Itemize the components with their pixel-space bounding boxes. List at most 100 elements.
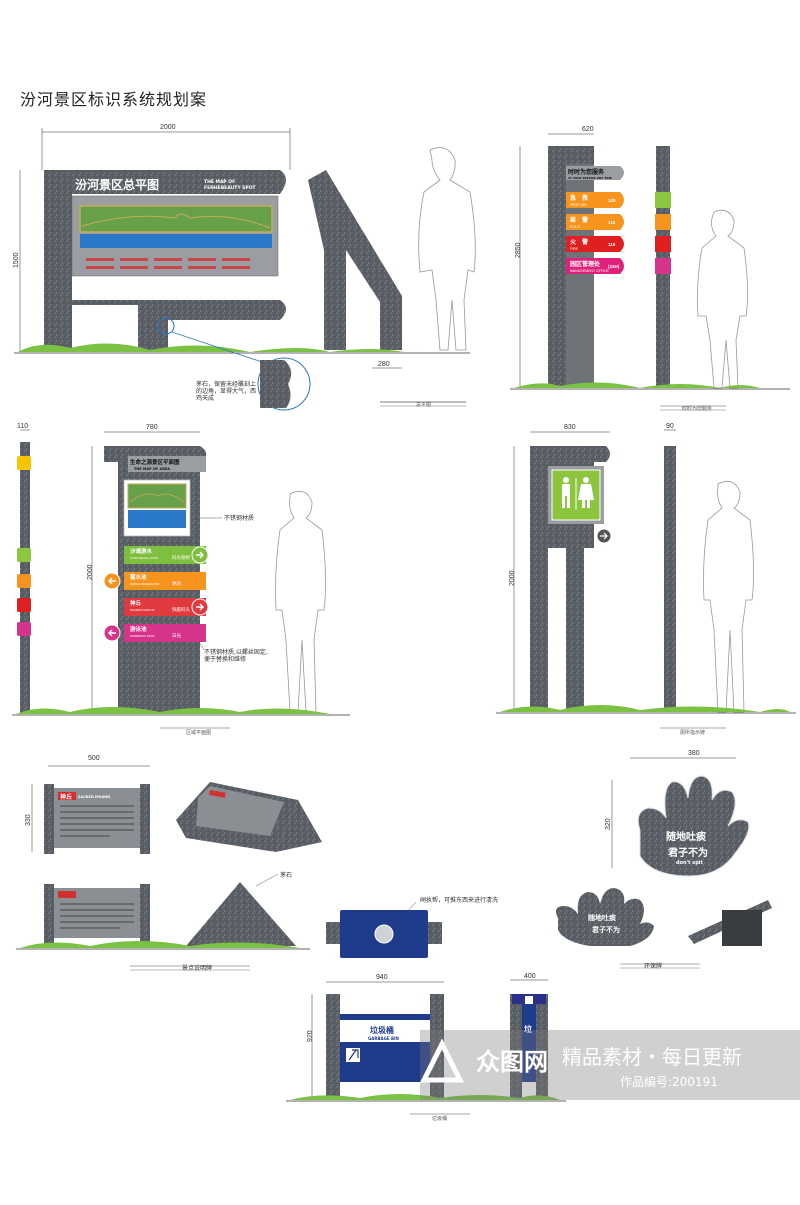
human-silhouette-2: [697, 209, 748, 389]
info-height-dim: 330: [25, 814, 32, 826]
human-silhouette-4: [703, 480, 754, 713]
area-height-dim: 2000: [87, 564, 94, 580]
watermark-logo-icon: [420, 1038, 465, 1083]
stone-label: 茅石: [280, 871, 292, 879]
hand-height-dim: 320: [605, 818, 612, 830]
service-item-en: FIRST AID: [570, 203, 587, 207]
service-item-number: 119: [608, 242, 616, 247]
bin-side-view: [522, 1004, 536, 1082]
general-height-dim: 1500: [13, 252, 20, 268]
area-row-en: SAND BEACH POOL: [130, 556, 159, 560]
service-item-cn: 匪 警: [570, 216, 588, 224]
info-board: 500 330 神丘 SACRED MOUND 茅石: [16, 755, 322, 972]
toilet-height-dim: 2000: [509, 570, 516, 586]
service-extra: 时时为您服务: [510, 209, 790, 412]
area-row-en: WATER RESERVOIR: [130, 582, 160, 586]
area-row-cn: 沙滩游水: [130, 547, 153, 555]
bin-height-dim: 920: [307, 1030, 314, 1042]
general-map-heading: 汾河景区总平图: [75, 177, 159, 192]
bin-top-note: 闸执帮，可推东西来进行清洗: [420, 896, 498, 904]
toilet-width-dim: 830: [564, 424, 576, 431]
bin-lid-icon: [374, 924, 394, 944]
general-map-stone: [44, 170, 286, 350]
bin-label: 垃圾桶: [370, 1025, 394, 1035]
toilet-icon: [562, 477, 594, 510]
hand-width-dim: 380: [688, 750, 700, 757]
hand-p-line-1: 随地吐痰: [588, 913, 617, 922]
area-caption: 区域平面图: [186, 729, 211, 736]
general-note-line-3: 鸡天成: [196, 394, 214, 402]
toilet-caption: 厕所指示牌: [680, 729, 705, 736]
service-pole-band: [655, 192, 671, 208]
general-note-line-1: 茅石，保留未经雕刻上: [196, 380, 256, 388]
hand-shape: [637, 775, 750, 877]
service-item-number: (24H): [608, 264, 620, 269]
grass-1: [18, 343, 404, 352]
service-width-dim: 620: [582, 126, 594, 133]
service-pole: [655, 146, 671, 386]
area-heading: 生命之源景区平面图: [130, 458, 180, 466]
general-map-heading-en-2: FENHEBEAUTY SPOT: [204, 185, 257, 191]
area-heading-en: THE MAP OF AREA: [134, 467, 170, 471]
grass-4: [500, 705, 790, 712]
hand-line-1: 随地吐痰: [666, 830, 707, 843]
service-sign: 620 2850 时时为您服务 AT YOUR SERVICE ANY TIME: [515, 126, 624, 388]
service-caption: 时时为您服务: [682, 405, 712, 412]
general-width-dim: 2000: [160, 124, 176, 131]
hand-p-line-2: 君子不为: [592, 925, 620, 934]
area-row-en: SACRED MOUND: [130, 608, 156, 612]
area-row-cn: 蓄水池: [130, 573, 147, 581]
service-item-en: FIRE: [570, 247, 579, 251]
service-item-cn: 园区管理处: [570, 260, 601, 268]
area-note-1: 不锈钢材质: [224, 514, 254, 522]
area-extra: 区域平面图: [12, 490, 350, 736]
bin-side-label: 垃: [524, 1024, 532, 1034]
service-pole-band: [655, 236, 671, 252]
area-row-right: 码头接桥: [172, 554, 190, 561]
bin-width-dim: 940: [376, 974, 388, 981]
human-silhouette-1: [418, 147, 476, 351]
bin-side-dim: 400: [524, 973, 536, 980]
service-item-number: 120: [608, 198, 616, 203]
service-pole-band: [655, 258, 671, 274]
garbage-bin: 闸执帮，可推东西来进行清洗 940 400 920 垃圾桶 GARBAGE BI…: [286, 896, 566, 1122]
watermark-line-1: 精品素材・每日更新: [562, 1045, 742, 1069]
general-map-caption: 总平图: [416, 401, 431, 408]
area-row-right: 日光: [172, 632, 181, 639]
map-green-area: [79, 205, 273, 233]
bin-label-en: GARBAGE BIN: [368, 1036, 399, 1041]
stone-triangle: [186, 882, 296, 946]
grass-3: [16, 707, 330, 714]
page-title: 汾河景区标识系统规划案: [20, 90, 208, 109]
hand-line-2: 君子不为: [668, 846, 708, 859]
human-silhouette-3: [275, 490, 326, 713]
service-item-en: MANAGEMENT OFFICE: [570, 269, 609, 273]
area-row-en: SWIMMING POOL: [130, 634, 155, 638]
service-item-cn: 急 救: [570, 194, 588, 202]
info-caption: 景点说明牌: [182, 964, 212, 972]
toilet-side-view: [664, 446, 676, 712]
service-header: 时时为您服务: [568, 168, 605, 176]
toilet-side-dim: 90: [666, 423, 674, 430]
area-side-dim: 110: [17, 423, 28, 430]
general-note-line-2: 的边角，显得大气，西: [196, 387, 256, 395]
info-width-dim: 500: [88, 755, 100, 762]
watermark: 众图网 精品素材・每日更新 作品编号:200191: [420, 1030, 800, 1100]
detail-marker: [157, 317, 175, 335]
grass-2: [514, 382, 760, 388]
area-row-cn: 游泳池: [130, 625, 147, 633]
watermark-line-2: 作品编号:200191: [620, 1074, 718, 1089]
hand-perspective: [556, 888, 654, 946]
hand-line-3: don't spit: [676, 860, 704, 866]
general-side-dim: 280: [378, 361, 390, 368]
area-row-right: 休闲: [172, 580, 181, 587]
